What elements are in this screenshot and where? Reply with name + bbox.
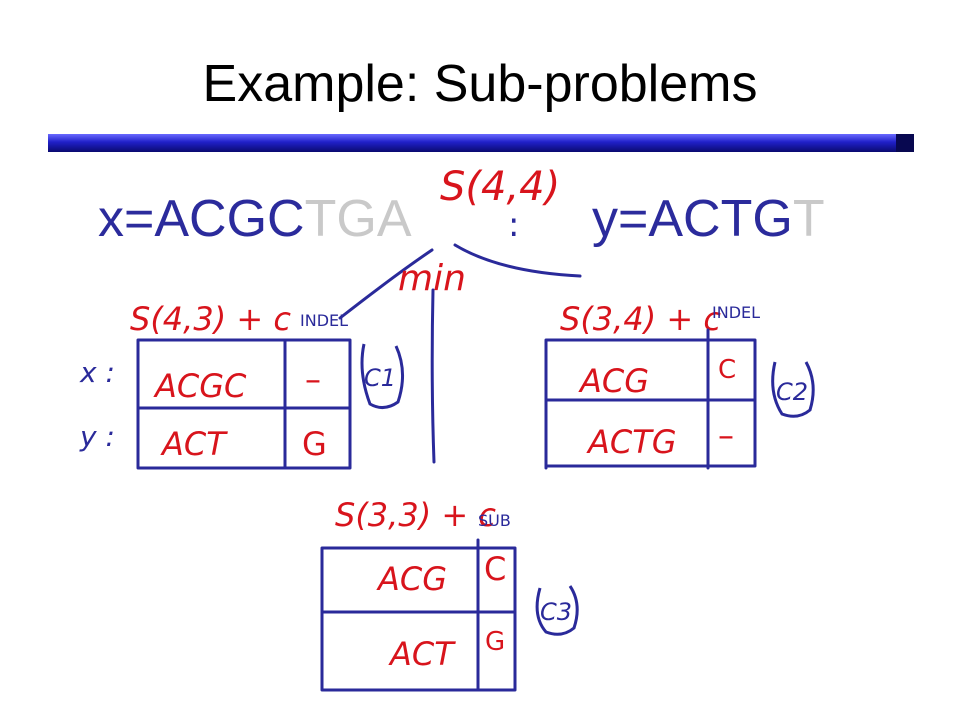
left-x-label: x :	[79, 356, 115, 389]
middle-subproblem: S(3,3) + c SUB ACG C ACT G C3	[320, 496, 579, 692]
right-formula: S(3,4) + c	[560, 300, 721, 338]
left-y-seq: ACT	[160, 425, 228, 463]
connector-down	[430, 288, 436, 464]
right-x-tail: C	[718, 355, 736, 385]
root-subproblem-label: S(4,4)	[440, 164, 560, 210]
sequence-x: x=ACGCTGA	[98, 184, 412, 254]
left-x-seq: ACGC	[153, 367, 247, 405]
slide-title: Example: Sub-problems	[202, 55, 758, 113]
right-y-tail: –	[718, 416, 734, 454]
tree-connectors	[338, 243, 582, 464]
middle-grid	[320, 538, 517, 692]
mid-cost: C3	[540, 598, 572, 626]
left-formula: S(4,3) + c	[130, 300, 291, 338]
right-x-seq: ACG	[578, 362, 649, 400]
left-y-label: y :	[79, 420, 115, 453]
mid-x-seq: ACG	[376, 560, 447, 598]
mid-cost-bracket	[535, 585, 579, 636]
right-cost: C2	[776, 378, 808, 406]
right-indel-subscript: INDEL	[712, 303, 760, 322]
mid-y-tail: G	[485, 627, 505, 657]
connector-left	[338, 248, 434, 320]
right-subproblem: S(3,4) + c INDEL ACG C ACTG – C2	[544, 300, 815, 470]
left-indel-subscript: INDEL	[300, 311, 348, 330]
right-grid	[544, 328, 757, 470]
sequence-x-faded: TGA	[304, 190, 412, 248]
left-subproblem: S(4,3) + c INDEL x : y : ACGC – ACT G C1	[79, 300, 404, 470]
left-cost-bracket	[360, 343, 404, 409]
left-grid	[136, 338, 352, 470]
title-underline-bar	[48, 134, 914, 152]
right-cost-bracket	[771, 361, 815, 418]
connector-right	[453, 243, 582, 278]
sequence-y-highlight: ACTG	[648, 190, 793, 248]
left-x-tail: –	[305, 360, 321, 398]
sequence-y-faded: T	[792, 190, 825, 248]
sequence-y: y=ACTGT	[592, 184, 825, 254]
root-dots: :	[508, 205, 519, 245]
mid-x-tail: C	[484, 550, 506, 588]
sequence-y-label: y=	[592, 190, 649, 248]
sequence-x-label: x=	[98, 190, 155, 248]
mid-formula: S(3,3) + c	[335, 496, 496, 534]
sequence-x-highlight: ACGC	[154, 190, 305, 248]
left-y-tail: G	[302, 425, 327, 463]
mid-sub-subscript: SUB	[478, 511, 511, 530]
left-cost: C1	[364, 364, 396, 392]
right-y-seq: ACTG	[586, 423, 677, 461]
mid-y-seq: ACT	[388, 635, 456, 673]
min-label: min	[398, 258, 466, 299]
